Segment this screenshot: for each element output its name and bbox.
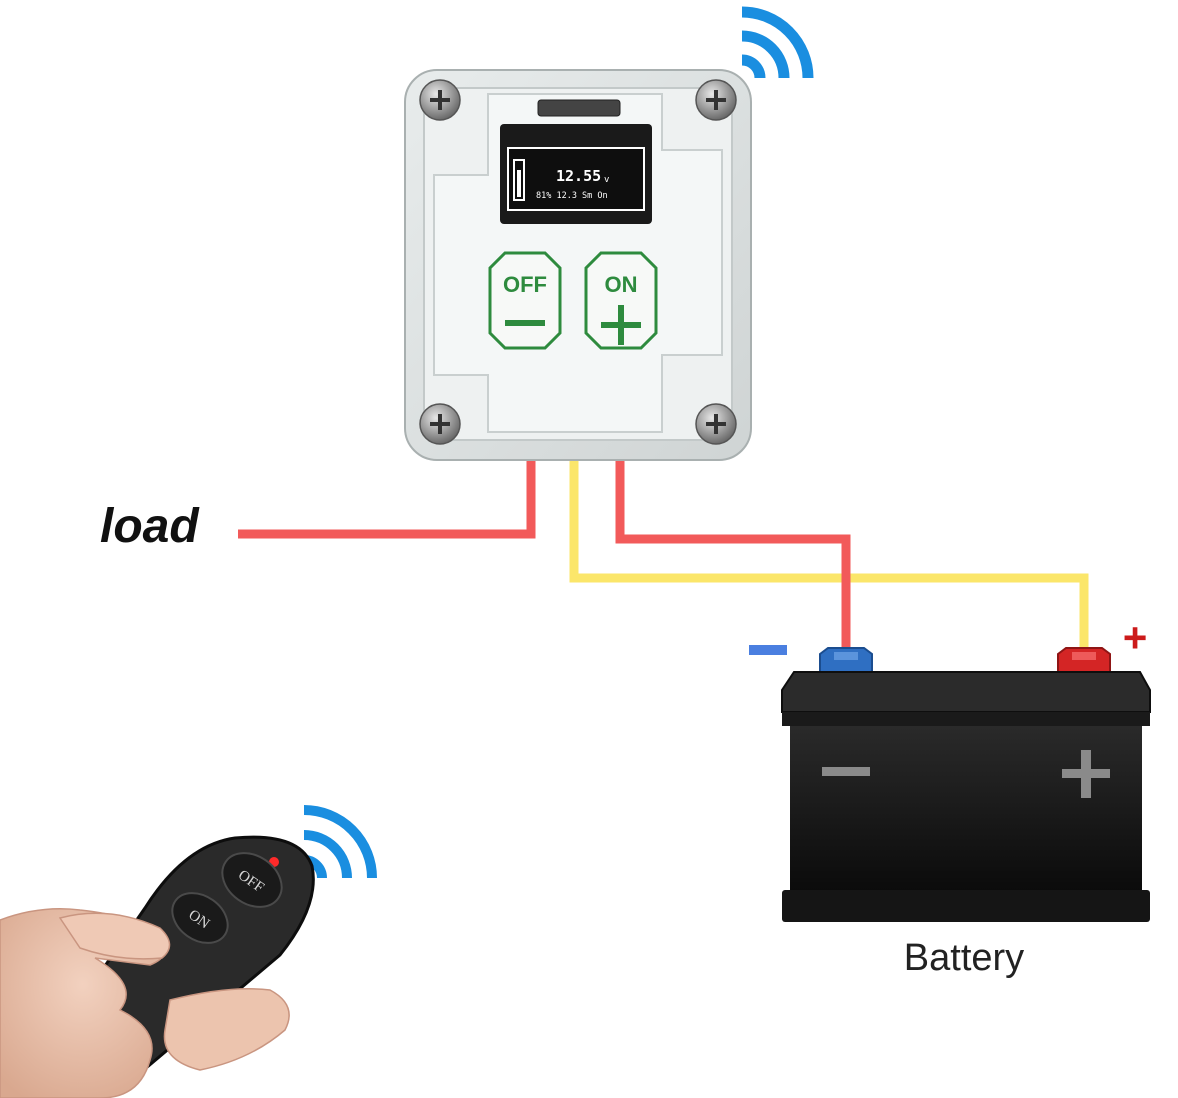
hand-fingers xyxy=(163,988,290,1071)
load-wire xyxy=(238,460,536,539)
screw-icon xyxy=(419,403,461,445)
battery-switch-device: 12.55 v 81% 12.3 Sm On OFF ON xyxy=(404,69,752,461)
positive-polarity-marker: + xyxy=(1122,614,1147,661)
oled-battery-icon xyxy=(513,159,525,201)
oled-voltage-unit: v xyxy=(604,175,609,185)
device-connector xyxy=(537,99,621,117)
oled-display xyxy=(507,147,645,211)
battery-lid-edge xyxy=(782,712,1150,726)
battery-label: Battery xyxy=(904,937,1024,979)
device-off-label: OFF xyxy=(503,272,547,297)
hand xyxy=(0,908,290,1098)
wires xyxy=(238,460,1089,660)
hand-thumb xyxy=(58,912,171,960)
positive-wire xyxy=(569,460,1089,660)
device-on-label: ON xyxy=(605,272,638,297)
minus-icon xyxy=(505,320,545,326)
wireless-signal-icon xyxy=(303,805,377,879)
oled-status-line: 81% 12.3 Sm On xyxy=(536,191,608,201)
plus-icon xyxy=(601,305,641,345)
oled-voltage-readout: 12.55 xyxy=(556,167,601,185)
screw-icon xyxy=(695,403,737,445)
device-off-button[interactable]: OFF xyxy=(488,251,562,350)
negative-polarity-marker xyxy=(749,645,787,655)
battery-base xyxy=(782,890,1150,922)
negative-wire xyxy=(615,460,851,660)
screw-icon xyxy=(695,79,737,121)
load-label: load xyxy=(100,500,200,553)
battery-plus-symbol xyxy=(1062,750,1110,798)
device-on-button[interactable]: ON xyxy=(584,251,658,350)
car-battery: Battery xyxy=(781,647,1151,979)
remote-on-button[interactable]: ON xyxy=(163,883,237,953)
battery-lid xyxy=(781,671,1151,713)
wireless-signal-icon xyxy=(741,6,814,79)
remote-off-button[interactable]: OFF xyxy=(212,842,292,918)
screw-icon xyxy=(419,79,461,121)
battery-minus-symbol xyxy=(822,767,870,776)
